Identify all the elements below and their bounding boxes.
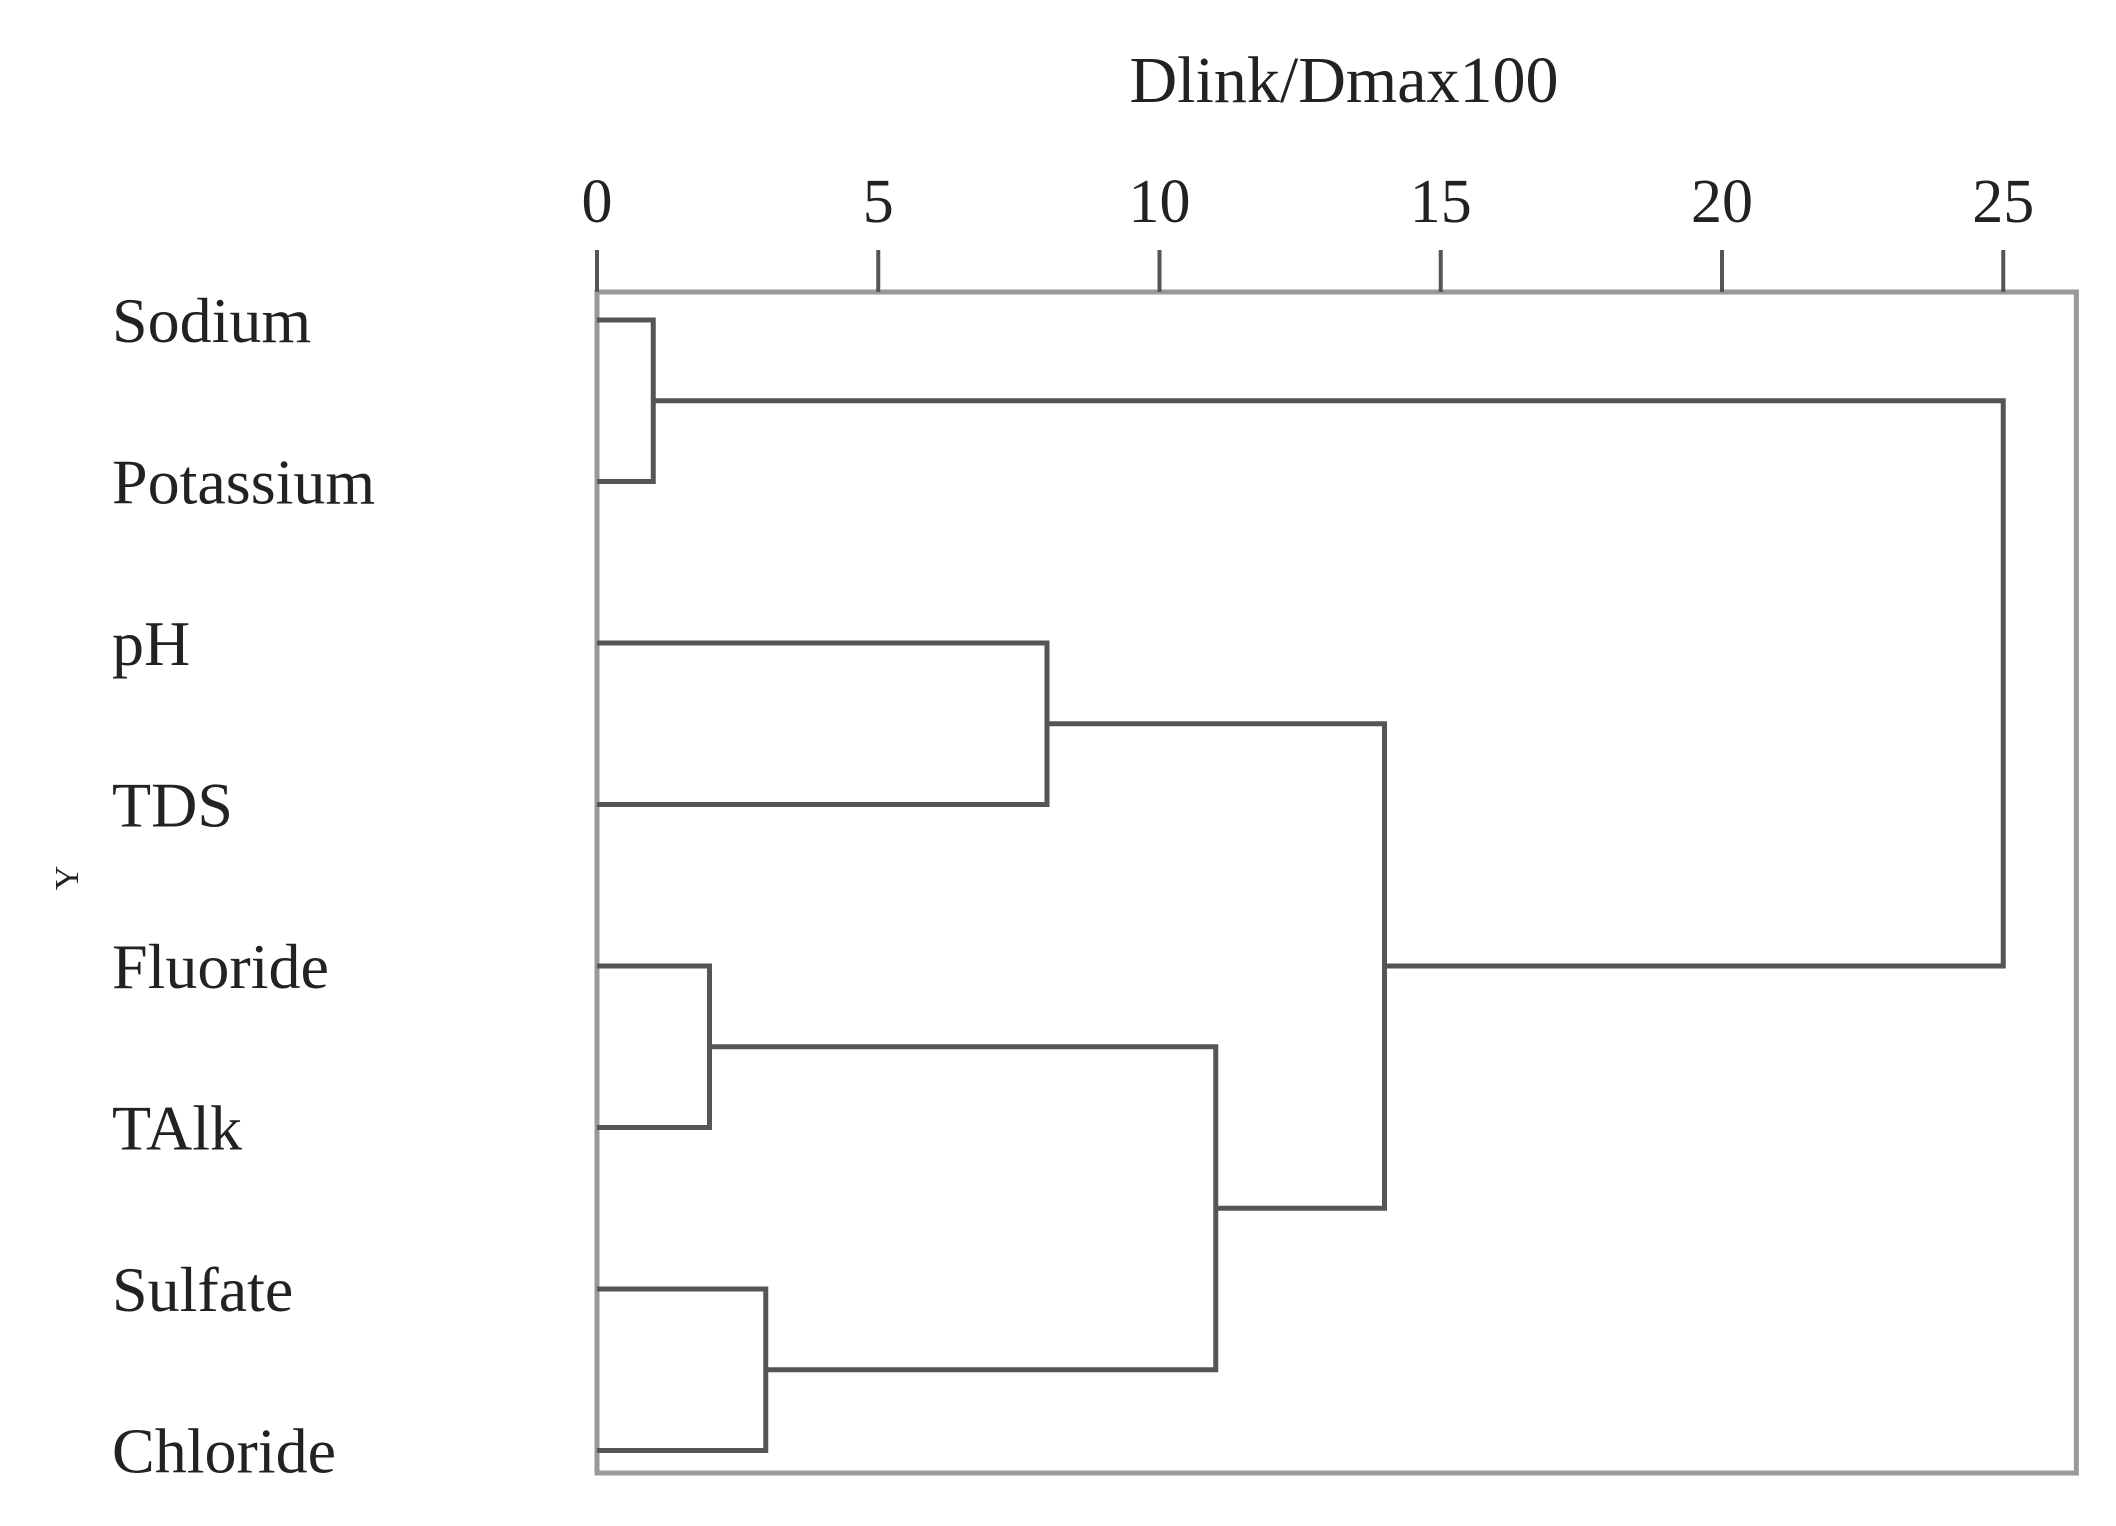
x-tick-label: 20 — [1691, 168, 1753, 236]
plot-frame — [594, 289, 2079, 1476]
x-tick-label: 15 — [1410, 168, 1472, 236]
dendrogram-link-c7 — [653, 398, 2006, 969]
plot-frame-rect — [594, 289, 2079, 1476]
x-axis-title: Dlink/Dmax100 — [1130, 44, 1559, 117]
x-tick-label: 10 — [1129, 168, 1191, 236]
x-tick-label: 5 — [863, 168, 894, 236]
dendrogram-links — [597, 317, 2006, 1453]
stray-y-mark: Y — [49, 866, 86, 891]
leaf-label: Chloride — [112, 1416, 336, 1487]
leaf-label: pH — [112, 608, 190, 679]
leaf-label: Sulfate — [112, 1254, 293, 1325]
leaf-label: Potassium — [112, 447, 375, 518]
leaf-label: Sodium — [112, 285, 311, 356]
leaf-label: TAlk — [112, 1093, 242, 1164]
x-tick-label: 25 — [1972, 168, 2034, 236]
x-axis-ticks: 0 5 10 15 20 25 — [582, 168, 2034, 292]
leaf-label: Fluoride — [112, 931, 329, 1002]
leaf-label: TDS — [112, 770, 233, 841]
x-tick-label: 0 — [582, 168, 613, 236]
